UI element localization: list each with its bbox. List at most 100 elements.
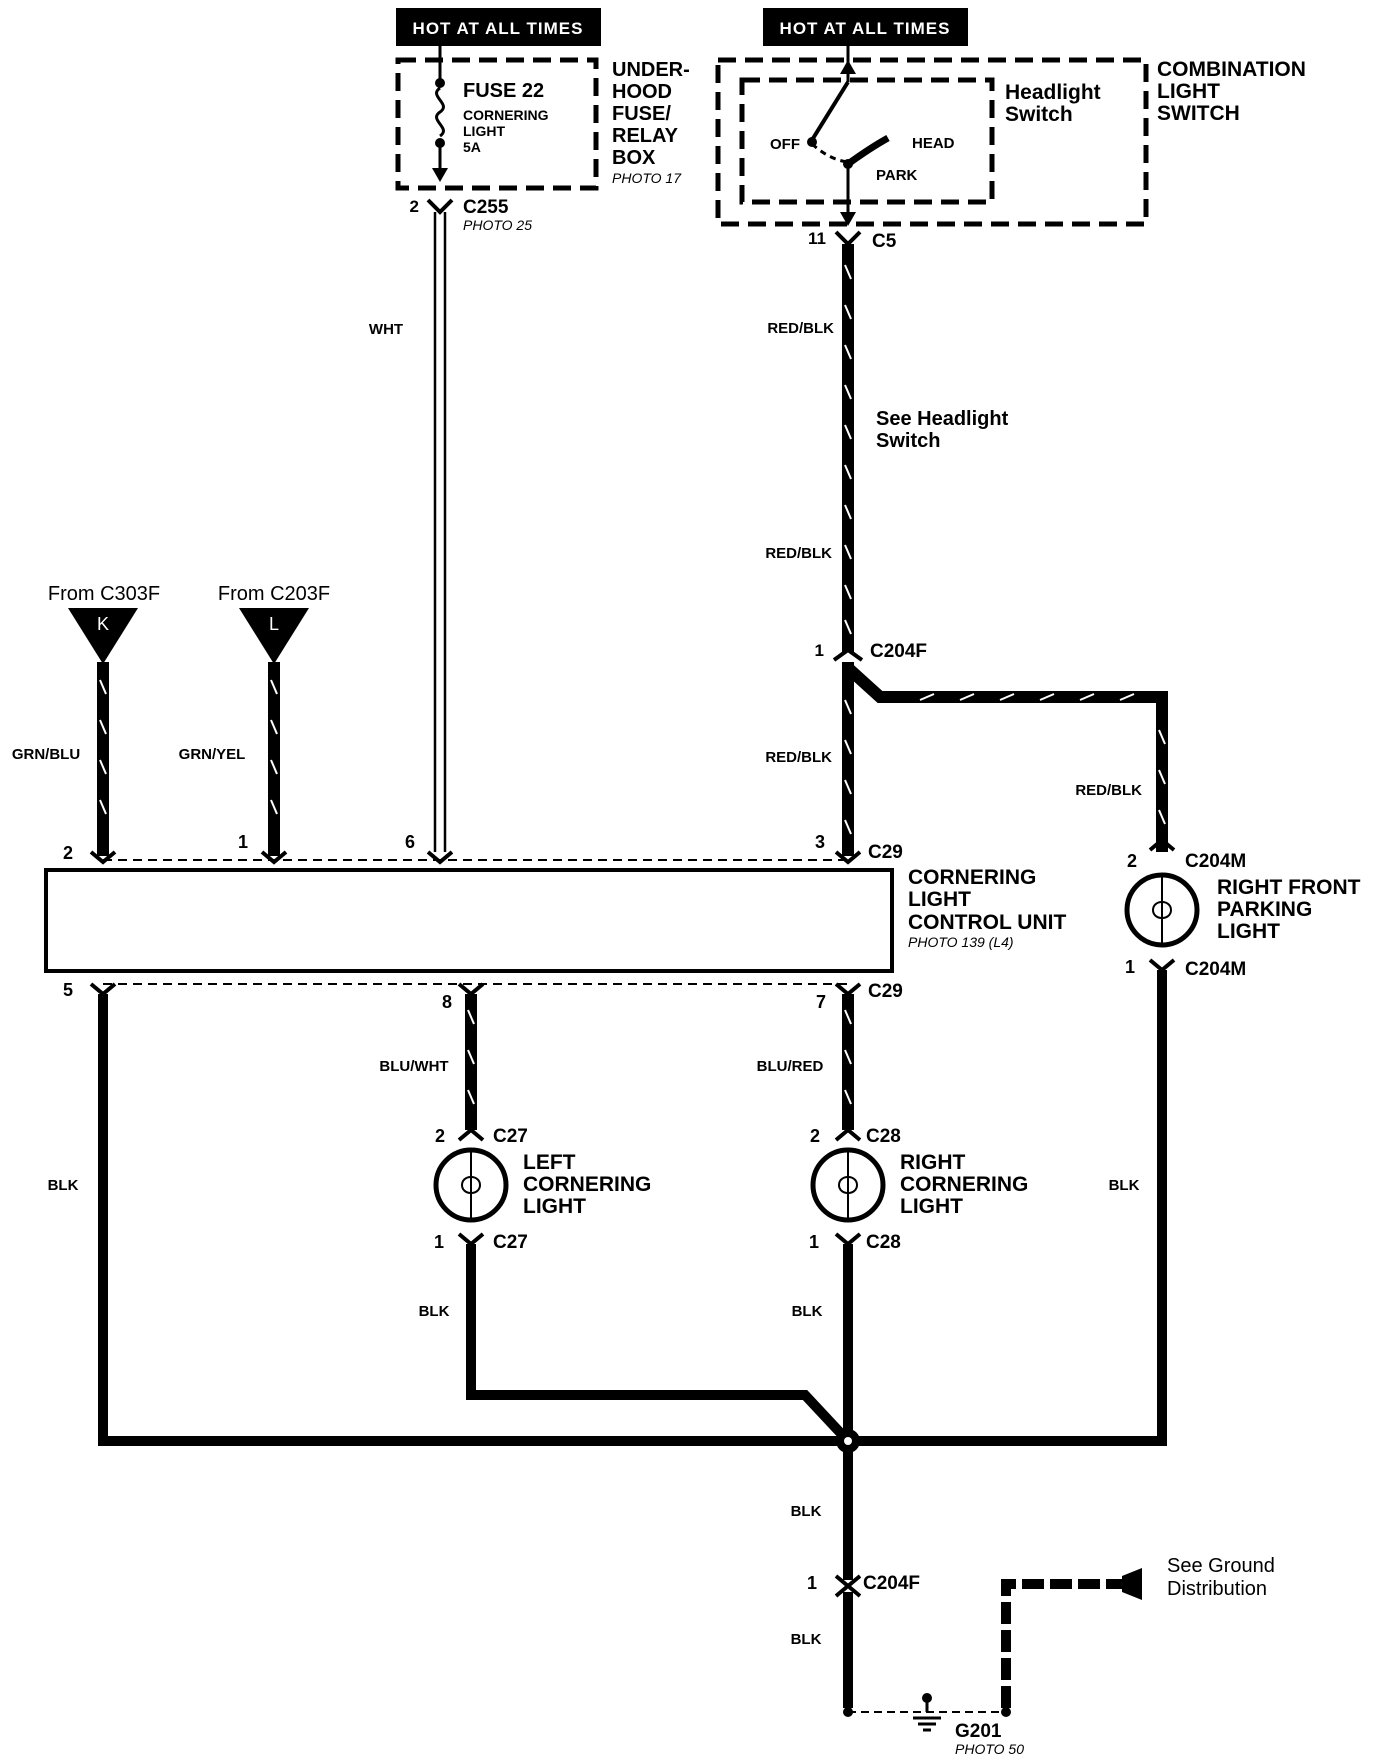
c204f-pin: 1 bbox=[815, 641, 824, 660]
c27-top-connector-icon bbox=[457, 1127, 485, 1142]
grn-yel-wire-label: GRN/YEL bbox=[179, 746, 246, 763]
hot-badge-left bbox=[396, 8, 601, 46]
see-headlight-note-2: Switch bbox=[876, 430, 940, 452]
combination-switch-label-3: SWITCH bbox=[1157, 102, 1240, 125]
c204f-label: C204F bbox=[870, 641, 927, 662]
c27-bottom-pin: 1 bbox=[434, 1232, 444, 1252]
c204f-connector-icon bbox=[832, 647, 864, 662]
right-cornering-light-bulb-icon bbox=[810, 1147, 886, 1223]
red-blk-wire-label-4: RED/BLK bbox=[1075, 782, 1142, 799]
grn-blu-wire-label: GRN/BLU bbox=[12, 746, 80, 763]
c204f-ground-connector-bottom-icon bbox=[834, 1583, 862, 1598]
fuse-name: FUSE 22 bbox=[463, 80, 544, 102]
c29-top-label: C29 bbox=[868, 842, 903, 863]
c28-bottom-pin: 1 bbox=[809, 1232, 819, 1252]
c204f-ground-pin: 1 bbox=[807, 1573, 817, 1593]
blu-wht-wire-label: BLU/WHT bbox=[379, 1058, 448, 1075]
control-unit-box bbox=[44, 868, 894, 973]
control-unit-photo: PHOTO 139 (L4) bbox=[908, 934, 1014, 950]
c29-pin-8: 8 bbox=[442, 992, 452, 1012]
c27-top-pin: 2 bbox=[435, 1126, 445, 1146]
c204m-bottom-connector-icon bbox=[1148, 958, 1176, 973]
wht-wire bbox=[433, 212, 447, 852]
headlight-switch-symbol bbox=[807, 46, 890, 226]
c5-pin: 11 bbox=[808, 229, 826, 248]
c27-bottom-connector-icon bbox=[457, 1232, 485, 1247]
blk-c28-wire-label: BLK bbox=[792, 1303, 823, 1320]
c5-connector-icon bbox=[834, 230, 862, 247]
c28-top-label: C28 bbox=[866, 1126, 901, 1147]
hot-badge-right-text: HOT AT ALL TIMES bbox=[780, 19, 951, 38]
c255-label: C255 bbox=[463, 197, 509, 218]
combination-switch-label-2: LIGHT bbox=[1157, 80, 1220, 103]
ground-distribution-lead bbox=[1001, 1568, 1142, 1708]
c255-photo: PHOTO 25 bbox=[463, 217, 532, 233]
see-ground-note-2: Distribution bbox=[1167, 1578, 1267, 1600]
fuse-box-label-3: FUSE/ bbox=[612, 103, 671, 125]
left-cornering-light-bulb-icon bbox=[433, 1147, 509, 1223]
c204m-top-label: C204M bbox=[1185, 851, 1246, 872]
blk-right-wire-label: BLK bbox=[1109, 1177, 1140, 1194]
c29-bottom-connector-icons bbox=[89, 982, 862, 997]
fuse-box-label-5: BOX bbox=[612, 147, 656, 169]
c204m-top-pin: 2 bbox=[1127, 851, 1137, 871]
combination-switch-label-1: COMBINATION bbox=[1157, 58, 1306, 81]
red-blk-wire-label-2: RED/BLK bbox=[765, 545, 832, 562]
c28-top-connector-icon bbox=[834, 1127, 862, 1142]
from-c203f-label: From C203F bbox=[218, 583, 330, 605]
grn-yel-wire bbox=[268, 662, 280, 856]
c204m-top-connector-icon bbox=[1148, 837, 1176, 852]
grn-blu-wire bbox=[97, 662, 109, 856]
c204m-bottom-pin: 1 bbox=[1125, 957, 1135, 977]
ground-g201-label: G201 bbox=[955, 1721, 1002, 1742]
from-c303f-label: From C303F bbox=[48, 583, 160, 605]
blu-red-wire bbox=[842, 994, 854, 1130]
wht-wire-label: WHT bbox=[369, 321, 403, 338]
headlight-switch-name-1: Headlight bbox=[1005, 81, 1101, 104]
c28-top-pin: 2 bbox=[810, 1126, 820, 1146]
fuse-circuit-2: LIGHT bbox=[463, 123, 505, 139]
blk-left-wire-label: BLK bbox=[48, 1177, 79, 1194]
switch-head-label: HEAD bbox=[912, 135, 955, 152]
blu-red-wire-label: BLU/RED bbox=[757, 1058, 824, 1075]
c28-bottom-label: C28 bbox=[866, 1232, 901, 1253]
blk-c27-wire-label: BLK bbox=[419, 1303, 450, 1320]
flag-l bbox=[239, 608, 309, 664]
fuse-box-label-2: HOOD bbox=[612, 81, 672, 103]
flag-k-letter: K bbox=[97, 614, 109, 634]
flag-l-letter: L bbox=[269, 614, 279, 634]
fuse-circuit-1: CORNERING bbox=[463, 107, 549, 123]
c29-pin-7: 7 bbox=[816, 992, 826, 1012]
c29-top-connector-icons bbox=[89, 850, 862, 865]
red-blk-wire-lower bbox=[842, 662, 1168, 856]
left-cornering-light-label-3: LIGHT bbox=[523, 1195, 586, 1218]
red-blk-wire-label-3: RED/BLK bbox=[765, 749, 832, 766]
flag-k bbox=[68, 608, 138, 664]
parking-light-bulb-icon bbox=[1124, 872, 1200, 948]
left-cornering-light-label-1: LEFT bbox=[523, 1151, 576, 1174]
c29-pin-3: 3 bbox=[815, 832, 825, 852]
blu-wht-wire bbox=[465, 994, 477, 1130]
control-unit-label-1: CORNERING bbox=[908, 866, 1036, 889]
red-blk-wire-upper bbox=[842, 244, 854, 652]
hot-badge-right bbox=[763, 8, 968, 46]
fuse-box-label-4: RELAY bbox=[612, 125, 679, 147]
blk-main-wire-label: BLK bbox=[791, 1503, 822, 1520]
blk-ground-wires bbox=[98, 970, 1167, 1708]
c27-top-label: C27 bbox=[493, 1126, 528, 1147]
c28-bottom-connector-icon bbox=[834, 1232, 862, 1247]
fuse-box-photo: PHOTO 17 bbox=[612, 170, 682, 186]
c29-bottom-label: C29 bbox=[868, 981, 903, 1002]
ground-splice-center bbox=[844, 1437, 852, 1445]
c29-pin-1: 1 bbox=[238, 832, 248, 852]
c27-bottom-label: C27 bbox=[493, 1232, 528, 1253]
hot-badge-left-text: HOT AT ALL TIMES bbox=[413, 19, 584, 38]
c29-pin-5: 5 bbox=[63, 980, 73, 1000]
c255-pin: 2 bbox=[410, 197, 419, 216]
fuse-box-label-1: UNDER- bbox=[612, 59, 690, 81]
control-unit-label-3: CONTROL UNIT bbox=[908, 911, 1066, 934]
c29-pin-2: 2 bbox=[63, 843, 73, 863]
switch-off-label: OFF bbox=[770, 136, 800, 153]
c29-pin-6: 6 bbox=[405, 832, 415, 852]
